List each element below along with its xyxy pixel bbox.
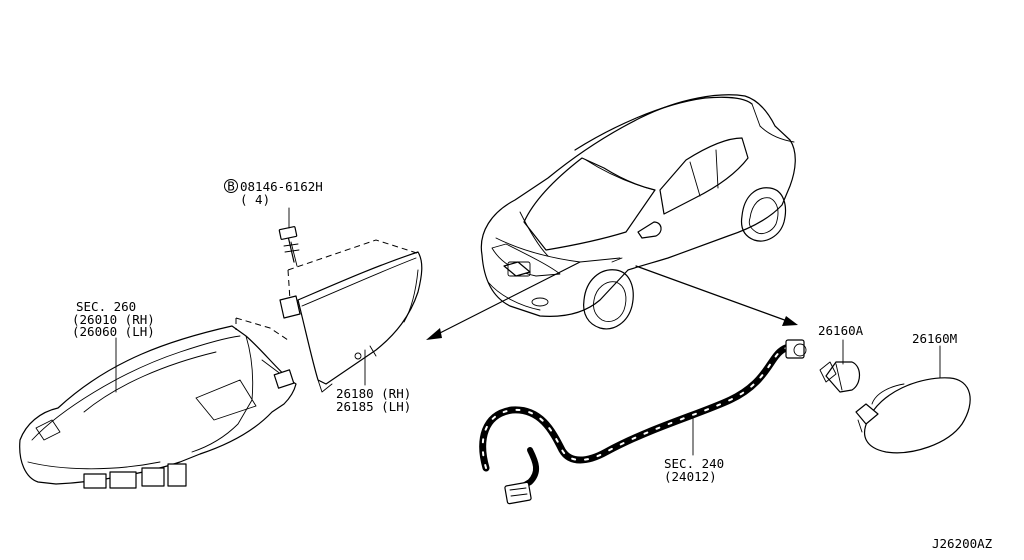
bulb-icon xyxy=(819,361,861,393)
headlamp-rh-label: (26010 (RH) xyxy=(72,312,155,327)
side-lamp xyxy=(855,377,971,454)
headlamp-sec-label: SEC. 260 xyxy=(76,299,136,314)
harness-part-label: (24012) xyxy=(664,469,717,484)
wire-harness xyxy=(479,339,807,505)
diagram-id-label: J26200AZ xyxy=(932,536,993,551)
bracket-lh-label: 26185 (LH) xyxy=(336,399,411,414)
headlamp-bracket xyxy=(279,251,423,393)
bolt-qty-label: ( 4) xyxy=(240,192,270,207)
bolt-bullet-text: B xyxy=(227,179,235,194)
bolt-icon xyxy=(278,226,300,267)
bracket-rh-label: 26180 (RH) xyxy=(336,386,411,401)
headlamp-assembly xyxy=(19,325,297,489)
vehicle-illustration xyxy=(480,94,796,330)
assembly-guides xyxy=(235,239,421,341)
lamp-part-label: 26160M xyxy=(912,331,957,346)
bolt-part-label: 08146-6162H xyxy=(240,179,323,194)
harness-sec-label: SEC. 240 xyxy=(664,456,724,471)
bulb-part-label: 26160A xyxy=(818,323,864,338)
leader-lines xyxy=(115,207,941,456)
callout-arrows xyxy=(426,261,798,340)
headlamp-lh-label: (26060 (LH) xyxy=(72,324,155,339)
bolt-bullet-badge: B xyxy=(224,179,238,194)
